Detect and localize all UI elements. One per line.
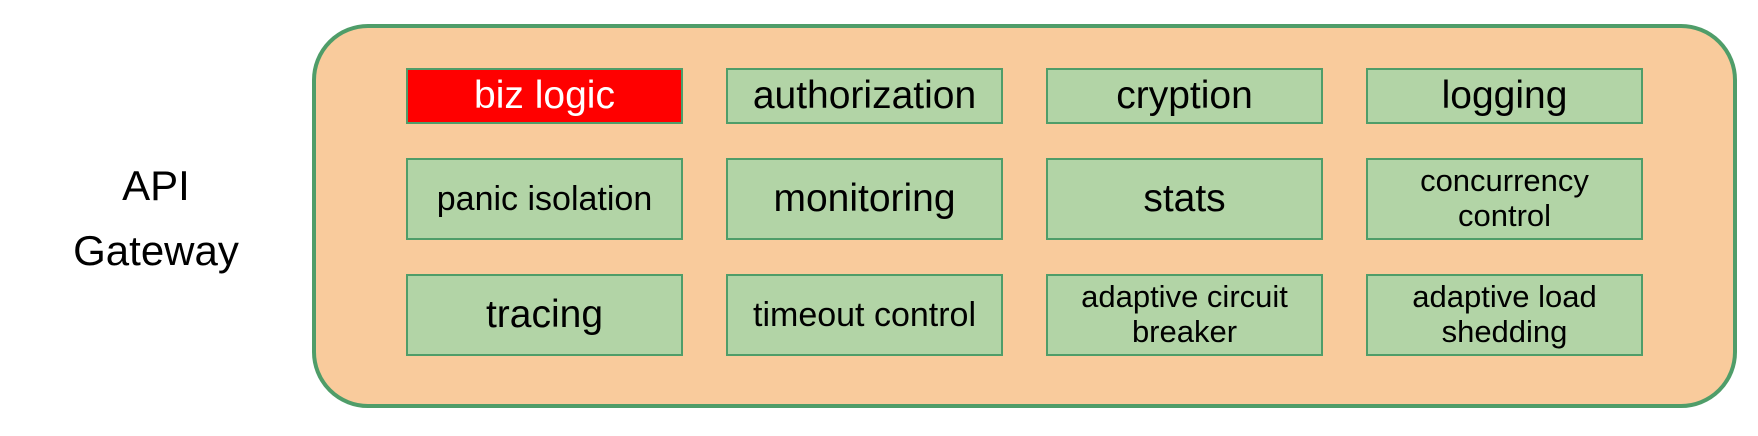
box-adaptive-load-shedding: adaptive load shedding	[1366, 274, 1643, 356]
box-biz-logic: biz logic	[406, 68, 683, 125]
box-panic-isolation: panic isolation	[406, 158, 683, 241]
box-monitoring: monitoring	[726, 158, 1003, 241]
api-gateway-panel: biz logic authorization cryption logging pan…	[312, 24, 1737, 408]
box-cryption: cryption	[1046, 68, 1323, 125]
api-gateway-title: API Gateway	[73, 161, 239, 274]
box-tracing: tracing	[406, 274, 683, 356]
box-authorization: authorization	[726, 68, 1003, 125]
box-concurrency-control: concurrency control	[1366, 158, 1643, 241]
box-stats: stats	[1046, 158, 1323, 241]
box-logging: logging	[1366, 68, 1643, 125]
box-timeout-control: timeout control	[726, 274, 1003, 356]
box-adaptive-circuit-breaker: adaptive circuit breaker	[1046, 274, 1323, 356]
